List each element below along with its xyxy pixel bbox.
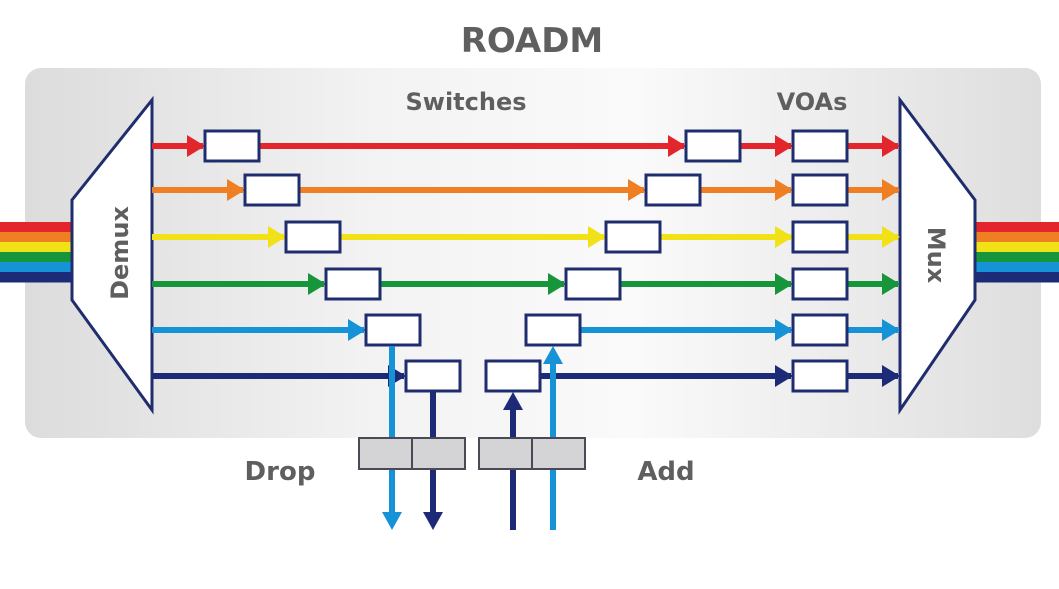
arrow-icon — [882, 273, 900, 295]
fiber-band-orange — [0, 232, 74, 243]
voa — [791, 173, 849, 207]
arrow-icon — [775, 273, 793, 295]
arrow-icon — [775, 365, 793, 387]
arrow-icon — [268, 226, 286, 248]
channel-orange — [152, 173, 900, 207]
arrow-icon — [775, 179, 793, 201]
arrow-icon — [308, 273, 326, 295]
right-switch — [604, 220, 662, 254]
arrow-up-icon — [543, 346, 563, 364]
roadm-panel — [25, 68, 1041, 438]
switches-label: Switches — [405, 88, 526, 116]
arrow-icon — [882, 179, 900, 201]
voa — [791, 220, 849, 254]
fiber-band-red — [973, 222, 1059, 233]
demux-label: Demux — [106, 206, 134, 300]
channel-light-blue — [152, 313, 900, 347]
left-switch — [203, 129, 261, 163]
filter-box — [531, 437, 586, 470]
fiber-band-light-blue — [0, 262, 74, 273]
arrow-icon — [882, 226, 900, 248]
arrow-icon — [882, 365, 900, 387]
arrow-icon — [227, 179, 245, 201]
channel-green — [152, 267, 900, 301]
arrow-icon — [588, 226, 606, 248]
arrow-icon — [775, 135, 793, 157]
output-wdm-fiber — [973, 222, 1059, 283]
left-switch — [324, 267, 382, 301]
fiber-band-red — [0, 222, 74, 233]
fiber-band-dark-blue — [0, 272, 74, 283]
left-switch — [364, 313, 422, 347]
arrow-down-icon — [382, 512, 402, 530]
add-label: Add — [637, 457, 694, 487]
voas-label: VOAs — [777, 88, 848, 116]
arrow-up-icon — [503, 392, 523, 410]
right-switch — [564, 267, 622, 301]
right-switch — [484, 359, 542, 393]
voa — [791, 359, 849, 393]
arrow-icon — [882, 135, 900, 157]
input-wdm-fiber — [0, 222, 74, 283]
left-switch — [284, 220, 342, 254]
arrow-icon — [548, 273, 566, 295]
arrow-icon — [775, 319, 793, 341]
drop-label: Drop — [245, 457, 316, 487]
channel-red — [152, 129, 900, 163]
fiber-band-green — [973, 252, 1059, 263]
voa — [791, 313, 849, 347]
mux-block — [898, 95, 977, 415]
arrow-icon — [775, 226, 793, 248]
arrow-icon — [668, 135, 686, 157]
fiber-band-orange — [973, 232, 1059, 243]
demux-block — [70, 95, 154, 415]
fiber-band-dark-blue — [973, 272, 1059, 283]
diagram-title: ROADM — [461, 21, 604, 61]
right-switch — [644, 173, 702, 207]
arrow-icon — [187, 135, 205, 157]
filter-box — [358, 437, 413, 470]
arrow-down-icon — [423, 512, 443, 530]
channel-dark-blue — [152, 359, 900, 393]
left-switch — [243, 173, 301, 207]
fiber-band-light-blue — [973, 262, 1059, 273]
fiber-band-yellow — [973, 242, 1059, 253]
filter-box — [478, 437, 533, 470]
arrow-icon — [882, 319, 900, 341]
fiber-band-yellow — [0, 242, 74, 253]
arrow-icon — [628, 179, 646, 201]
voa — [791, 267, 849, 301]
channel-yellow — [152, 220, 900, 254]
arrow-icon — [348, 319, 366, 341]
right-switch — [684, 129, 742, 163]
voa — [791, 129, 849, 163]
right-switch — [524, 313, 582, 347]
filter-box — [411, 437, 466, 470]
fiber-band-green — [0, 252, 74, 263]
left-switch — [404, 359, 462, 393]
mux-label: Mux — [922, 227, 950, 284]
